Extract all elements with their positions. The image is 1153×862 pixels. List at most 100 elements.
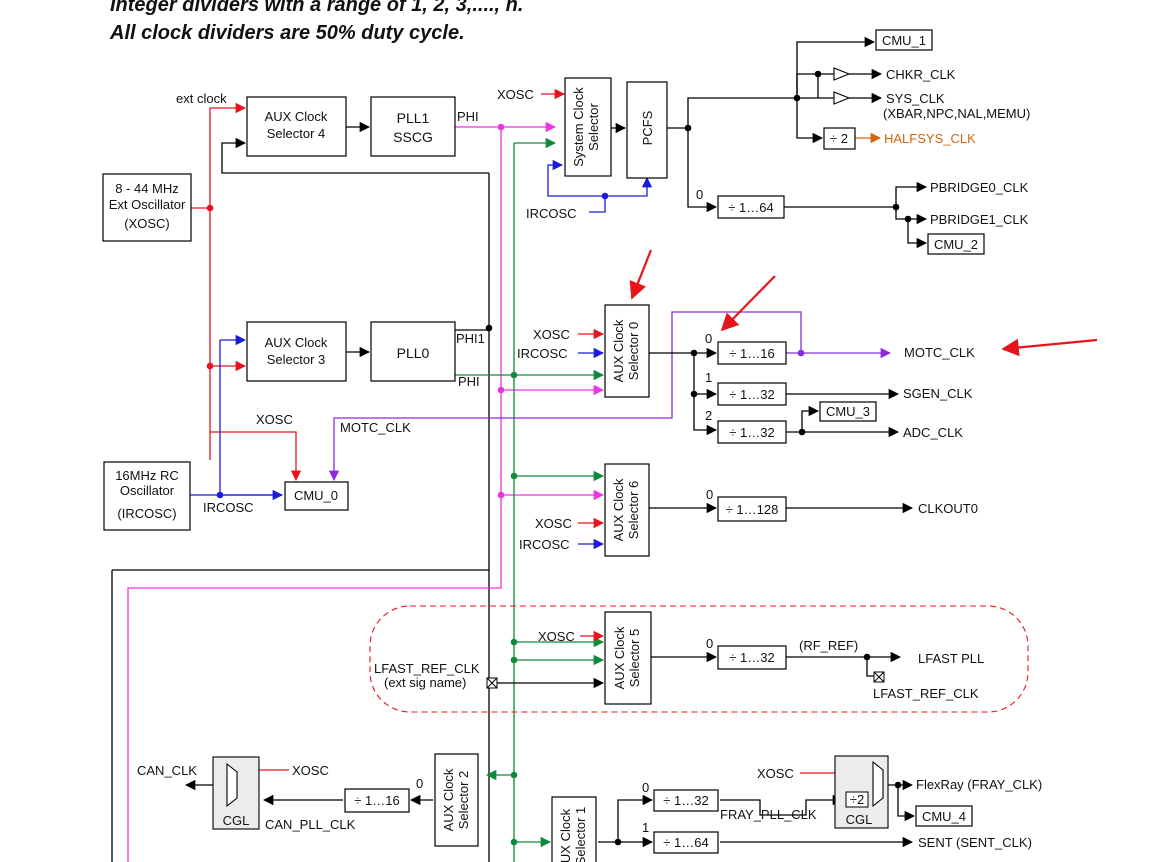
pll1-label-1: PLL1 [397,110,430,126]
aux-clock-selector-5: AUX Clock Selector 5 [604,611,652,705]
ext-clock-label: ext clock [176,91,227,106]
cgl-label: CGL [223,813,250,828]
aux4-label-1: AUX Clock [265,109,328,124]
system-clock-selector: System Clock Selector [564,77,612,177]
pcfs-label: PCFS [640,110,655,145]
cmu2-label: CMU_2 [934,237,978,252]
div-1-16-box-can: ÷ 1…16 [344,788,410,813]
pbridge0-label: PBRIDGE0_CLK [930,180,1029,195]
can-clk-label: CAN_CLK [137,763,197,778]
aux5-label-1: AUX Clock [612,626,627,689]
aux6-label-1: AUX Clock [611,478,626,541]
irc-label-1: 16MHz RC [115,468,179,483]
aux-clock-selector-2: AUX Clock Selector 2 [434,753,479,847]
aux2-label-1: AUX Clock [441,768,456,831]
div-1-64-box-sent: ÷ 1…64 [653,831,719,854]
aux6-label-2: Selector 6 [626,481,641,540]
cmu-1-box: CMU_1 [875,29,933,51]
sys-clk-sub-label: (XBAR,NPC,NAL,MEMU) [883,106,1030,121]
clkout0-label: CLKOUT0 [918,501,978,516]
ircosc-label-sys: IRCOSC [526,206,577,221]
ircosc-label-cmu0: IRCOSC [203,500,254,515]
cgl-fray-block: ÷2 CGL [834,755,889,829]
junction-dots [206,70,912,846]
rf-ref-label: (RF_REF) [799,638,858,653]
div128-label: ÷ 1…128 [726,502,779,517]
phi-label-pll1: PHI [457,109,479,124]
aux0-label-1: AUX Clock [611,319,626,382]
div-1-16-box: ÷ 1…16 [717,341,787,365]
flexray-label: FlexRay (FRAY_CLK) [916,777,1042,792]
buffer-icon [833,67,851,81]
aux-clock-selector-1: UX Clock Selector 1 [551,796,597,862]
lfast-region [369,605,1029,713]
sys-sel-label-2: Selector [586,102,601,150]
cgl-can-block: CGL [212,756,260,830]
aux0-label-2: Selector 0 [626,322,641,381]
lfast-ref-clk-label: LFAST_REF_CLK [374,661,480,676]
aux1-label-2: Selector 1 [573,807,588,862]
div-1-32-box-lfast: ÷ 1…32 [717,645,787,670]
xosc-label-3: (XOSC) [124,216,170,231]
idx-one: 1 [705,370,712,385]
adc-clk-label: ADC_CLK [903,425,963,440]
halfsys-clk-label: HALFSYS_CLK [884,131,976,146]
idx-two: 2 [705,408,712,423]
header-line-2: All clock dividers are 50% duty cycle. [109,22,465,44]
motc-clk-label: MOTC_CLK [904,345,975,360]
buffer-icon [833,91,851,105]
div-1-32-box-sgen: ÷ 1…32 [717,382,787,406]
cmu1-label: CMU_1 [882,33,926,48]
aux5-label-2: Selector 5 [627,629,642,688]
cmu-2-box: CMU_2 [927,233,985,255]
div-1-128-box: ÷ 1…128 [717,496,787,522]
cmu-3-box: CMU_3 [819,401,877,422]
aux-clock-selector-3: AUX Clock Selector 3 [246,321,347,382]
pll1-label-2: SSCG [393,129,433,145]
aux-clock-selector-0: AUX Clock Selector 0 [604,304,650,398]
wires [111,36,928,862]
irc-source-box: 16MHz RC Oscillator (IRCOSC) [103,461,191,531]
xosc-label-aux6: XOSC [535,516,572,531]
div64-label: ÷ 1…64 [728,200,773,215]
motc-clk-feedback-label: MOTC_CLK [340,420,411,435]
aux-clock-selector-6: AUX Clock Selector 6 [604,463,650,557]
can-pll-clk-label: CAN_PLL_CLK [265,817,356,832]
idx-zero: 0 [696,187,703,202]
aux-clock-selector-4: AUX Clock Selector 4 [246,96,347,157]
cmu-0-box: CMU_0 [284,481,349,511]
sgen-clk-label: SGEN_CLK [903,386,973,401]
pll0-block: PLL0 [370,321,456,382]
idx-zero: 0 [706,636,713,651]
pcfs-block: PCFS [626,81,668,179]
aux1-label-1: UX Clock [558,808,573,862]
ircosc-label-aux6: IRCOSC [519,537,570,552]
aux3-label-1: AUX Clock [265,335,328,350]
sent-clk-label: SENT (SENT_CLK) [918,835,1032,850]
irc-label-2: Oscillator [120,483,175,498]
pll1-sscg-block: PLL1 SSCG [370,96,456,157]
idx-zero: 0 [642,780,649,795]
xosc-source-box: 8 - 44 MHz Ext Oscillator (XOSC) [102,173,192,242]
fray-pll-clk-label: FRAY_PLL_CLK [720,807,817,822]
cmu4-label: CMU_4 [922,809,966,824]
div-2-box: ÷ 2 [823,127,856,150]
ext-pin-icon [486,677,498,689]
phi1-label: PHI1 [456,331,485,346]
div32-label: ÷ 1…32 [729,650,774,665]
lfast-pll-label: LFAST PLL [918,651,984,666]
div32-label: ÷ 1…32 [729,387,774,402]
div-1-64-box: ÷ 1…64 [717,195,785,219]
idx-one: 1 [642,820,649,835]
sys-sel-label-1: System Clock [571,87,586,167]
xosc-label-aux0: XOSC [533,327,570,342]
ext-sig-name-label: (ext sig name) [384,675,466,690]
lfast-ref-clk-out-label: LFAST_REF_CLK [873,686,979,701]
xosc-label-sys: XOSC [497,87,534,102]
div32-label: ÷ 1…32 [663,793,708,808]
pll0-label: PLL0 [397,345,430,361]
cmu3-label: CMU_3 [826,404,870,419]
xosc-label-can: XOSC [292,763,329,778]
cmu0-label: CMU_0 [294,488,338,503]
